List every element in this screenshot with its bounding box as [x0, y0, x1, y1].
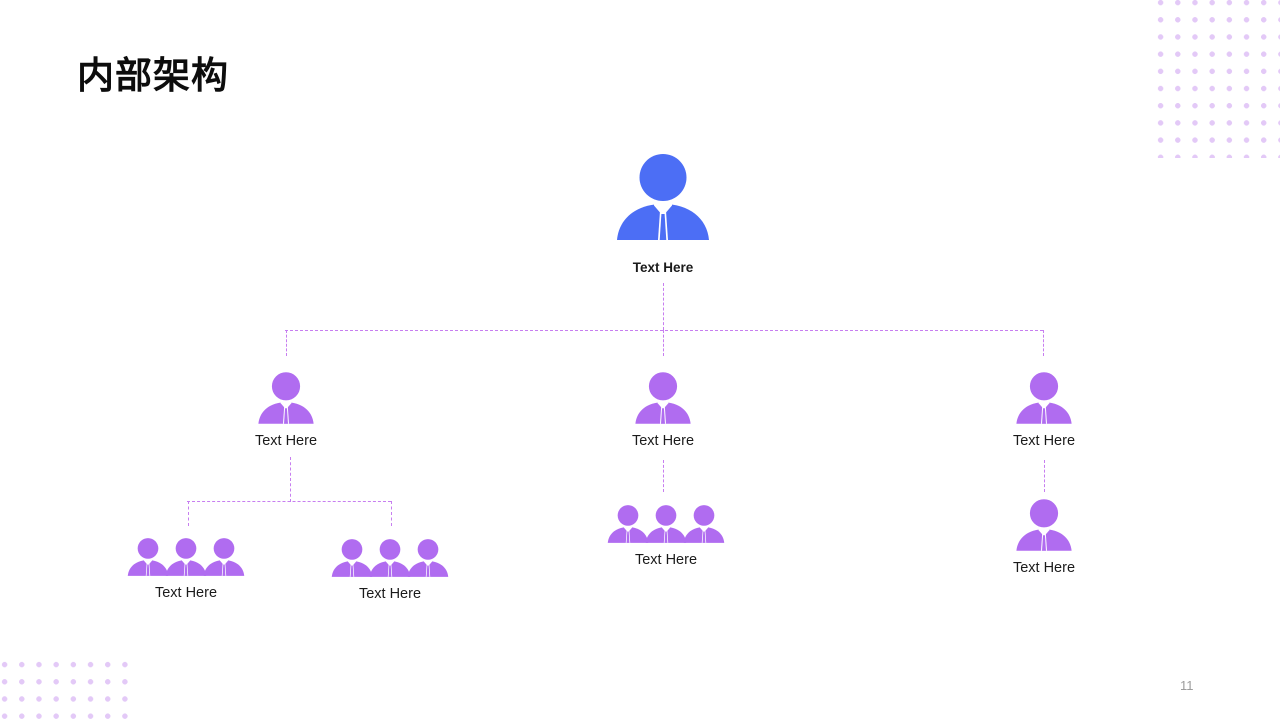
connector-to-dept-left — [285, 330, 287, 356]
single-businessperson-icon — [1016, 499, 1072, 551]
page-number: 11 — [1180, 678, 1194, 693]
org-node-root[interactable]: Text Here — [598, 154, 728, 275]
dept-center-icon-row — [633, 372, 693, 424]
org-node-team-left-b[interactable]: Text Here — [325, 539, 455, 602]
connector-to-dept-right — [1042, 330, 1044, 356]
single-businessperson-icon — [617, 154, 709, 240]
org-node-dept-left[interactable]: Text Here — [231, 372, 341, 449]
connector-to-dept-center — [662, 330, 664, 356]
group-three-people-icon — [127, 538, 169, 576]
org-node-team-right-label: Text Here — [1012, 560, 1076, 576]
org-node-team-center-label: Text Here — [634, 552, 698, 568]
group-three-people-icon — [607, 505, 649, 543]
group-three-people-icon — [407, 539, 449, 577]
org-node-dept-right[interactable]: Text Here — [989, 372, 1099, 449]
connector-dept-right-stem — [1043, 460, 1045, 492]
single-businessperson-icon — [258, 372, 314, 424]
group-three-people-icon — [203, 538, 245, 576]
connector-to-team-left-a — [187, 501, 189, 526]
group-three-people-icon — [331, 539, 373, 577]
connector-to-team-left-b — [390, 501, 392, 526]
org-node-team-center[interactable]: Text Here — [601, 505, 731, 568]
org-node-dept-center[interactable]: Text Here — [608, 372, 718, 449]
group-three-people-icon — [369, 539, 411, 577]
connector-dept-left-stem — [289, 457, 291, 502]
single-businessperson-icon — [635, 372, 691, 424]
org-node-root-label: Text Here — [632, 260, 694, 275]
single-businessperson-icon — [1016, 372, 1072, 424]
connector-root-stem — [662, 283, 664, 330]
team-center-icon-row — [606, 505, 726, 543]
org-node-team-left-b-label: Text Here — [358, 586, 422, 602]
org-node-dept-center-label: Text Here — [631, 433, 695, 449]
org-node-team-left-a-label: Text Here — [154, 585, 218, 601]
decorative-dot-grid-bottom-left — [0, 656, 128, 720]
decorative-dot-grid-top-right — [1152, 0, 1280, 158]
team-left-b-icon-row — [330, 539, 450, 577]
group-three-people-icon — [165, 538, 207, 576]
connector-level1-bus — [285, 330, 1043, 331]
team-left-a-icon-row — [126, 538, 246, 576]
connector-dept-center-stem — [662, 460, 664, 492]
root-icon-row — [613, 154, 713, 240]
org-node-dept-right-label: Text Here — [1012, 433, 1076, 449]
connector-level2-bus-left — [187, 501, 391, 502]
org-node-team-right[interactable]: Text Here — [989, 499, 1099, 576]
dept-left-icon-row — [256, 372, 316, 424]
dept-right-icon-row — [1014, 372, 1074, 424]
page-title: 内部架构 — [77, 55, 229, 96]
group-three-people-icon — [645, 505, 687, 543]
team-right-icon-row — [1014, 499, 1074, 551]
group-three-people-icon — [683, 505, 725, 543]
org-node-team-left-a[interactable]: Text Here — [121, 538, 251, 601]
org-node-dept-left-label: Text Here — [254, 433, 318, 449]
